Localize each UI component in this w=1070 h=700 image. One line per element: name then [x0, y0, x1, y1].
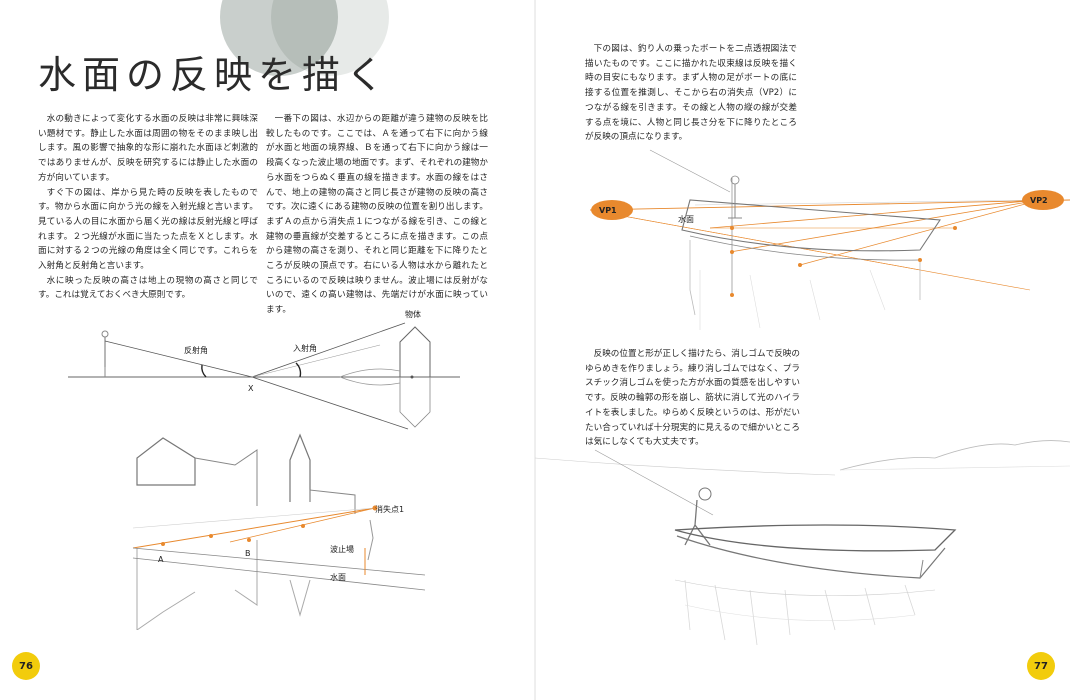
page-title: 水面の反映を描く	[38, 53, 391, 97]
paragraph: 水に映った反映の高さは地上の現物の高さと同じです。これは覚えておくべき大原則です…	[38, 275, 258, 301]
right-page: 下の図は、釣り人の乗ったボートを二点透視図法で描いたものです。ここに描かれた収束…	[535, 0, 1070, 700]
gutter	[534, 0, 536, 700]
text-column-1: 水の動きによって変化する水面の反映は非常に興味深い題材です。静止した水面は周囲の…	[38, 112, 258, 303]
text-column-3: 下の図は、釣り人の乗ったボートを二点透視図法で描いたものです。ここに描かれた収束…	[585, 42, 797, 145]
label-point-x: X	[248, 384, 254, 393]
label-point-b: B	[245, 549, 251, 558]
reflection-angle-diagram: 反射角 入射角 X 物体	[60, 305, 480, 455]
text-column-4: 反映の位置と形が正しく描けたら、消しゴムで反映のゆらめきを作りましょう。練り消し…	[585, 347, 800, 450]
paragraph: 下の図は、釣り人の乗ったボートを二点透視図法で描いたものです。ここに描かれた収束…	[585, 44, 797, 143]
fisherman-boat-sketch	[535, 430, 1070, 655]
page-number-right: 77	[1027, 652, 1055, 680]
label-water-surface: 水面	[330, 572, 346, 582]
paragraph: すぐ下の図は、岸から見た時の反映を表したものです。物から水面に向かう光の線を入射…	[38, 187, 258, 272]
paragraph: 水の動きによって変化する水面の反映は非常に興味深い題材です。静止した水面は周囲の…	[38, 114, 258, 183]
boat-perspective-diagram: VP1 VP2 水面	[590, 140, 1070, 335]
label-vp1: VP1	[599, 206, 617, 215]
left-page: 水面の反映を描く 水の動きによって変化する水面の反映は非常に興味深い題材です。静…	[12, 0, 488, 680]
label-point-a: A	[158, 555, 164, 564]
paragraph: 一番下の図は、水辺からの距離が違う建物の反映を比較したものです。ここでは、Ａを通…	[266, 114, 488, 316]
label-object: 物体	[405, 309, 421, 319]
building-reflection-diagram: A B 消失点1 波止場 水面	[125, 430, 425, 630]
label-water-surface: 水面	[678, 214, 694, 224]
text-column-2: 一番下の図は、水辺からの距離が違う建物の反映を比較したものです。ここでは、Ａを通…	[266, 112, 488, 318]
label-reflection-angle: 反射角	[184, 345, 208, 355]
page-number-left: 76	[12, 652, 40, 680]
label-incidence-angle: 入射角	[293, 343, 317, 353]
paragraph: 反映の位置と形が正しく描けたら、消しゴムで反映のゆらめきを作りましょう。練り消し…	[585, 349, 800, 448]
label-vanishing-point: 消失点1	[375, 504, 404, 514]
label-quay: 波止場	[330, 544, 354, 554]
label-vp2: VP2	[1030, 196, 1048, 205]
